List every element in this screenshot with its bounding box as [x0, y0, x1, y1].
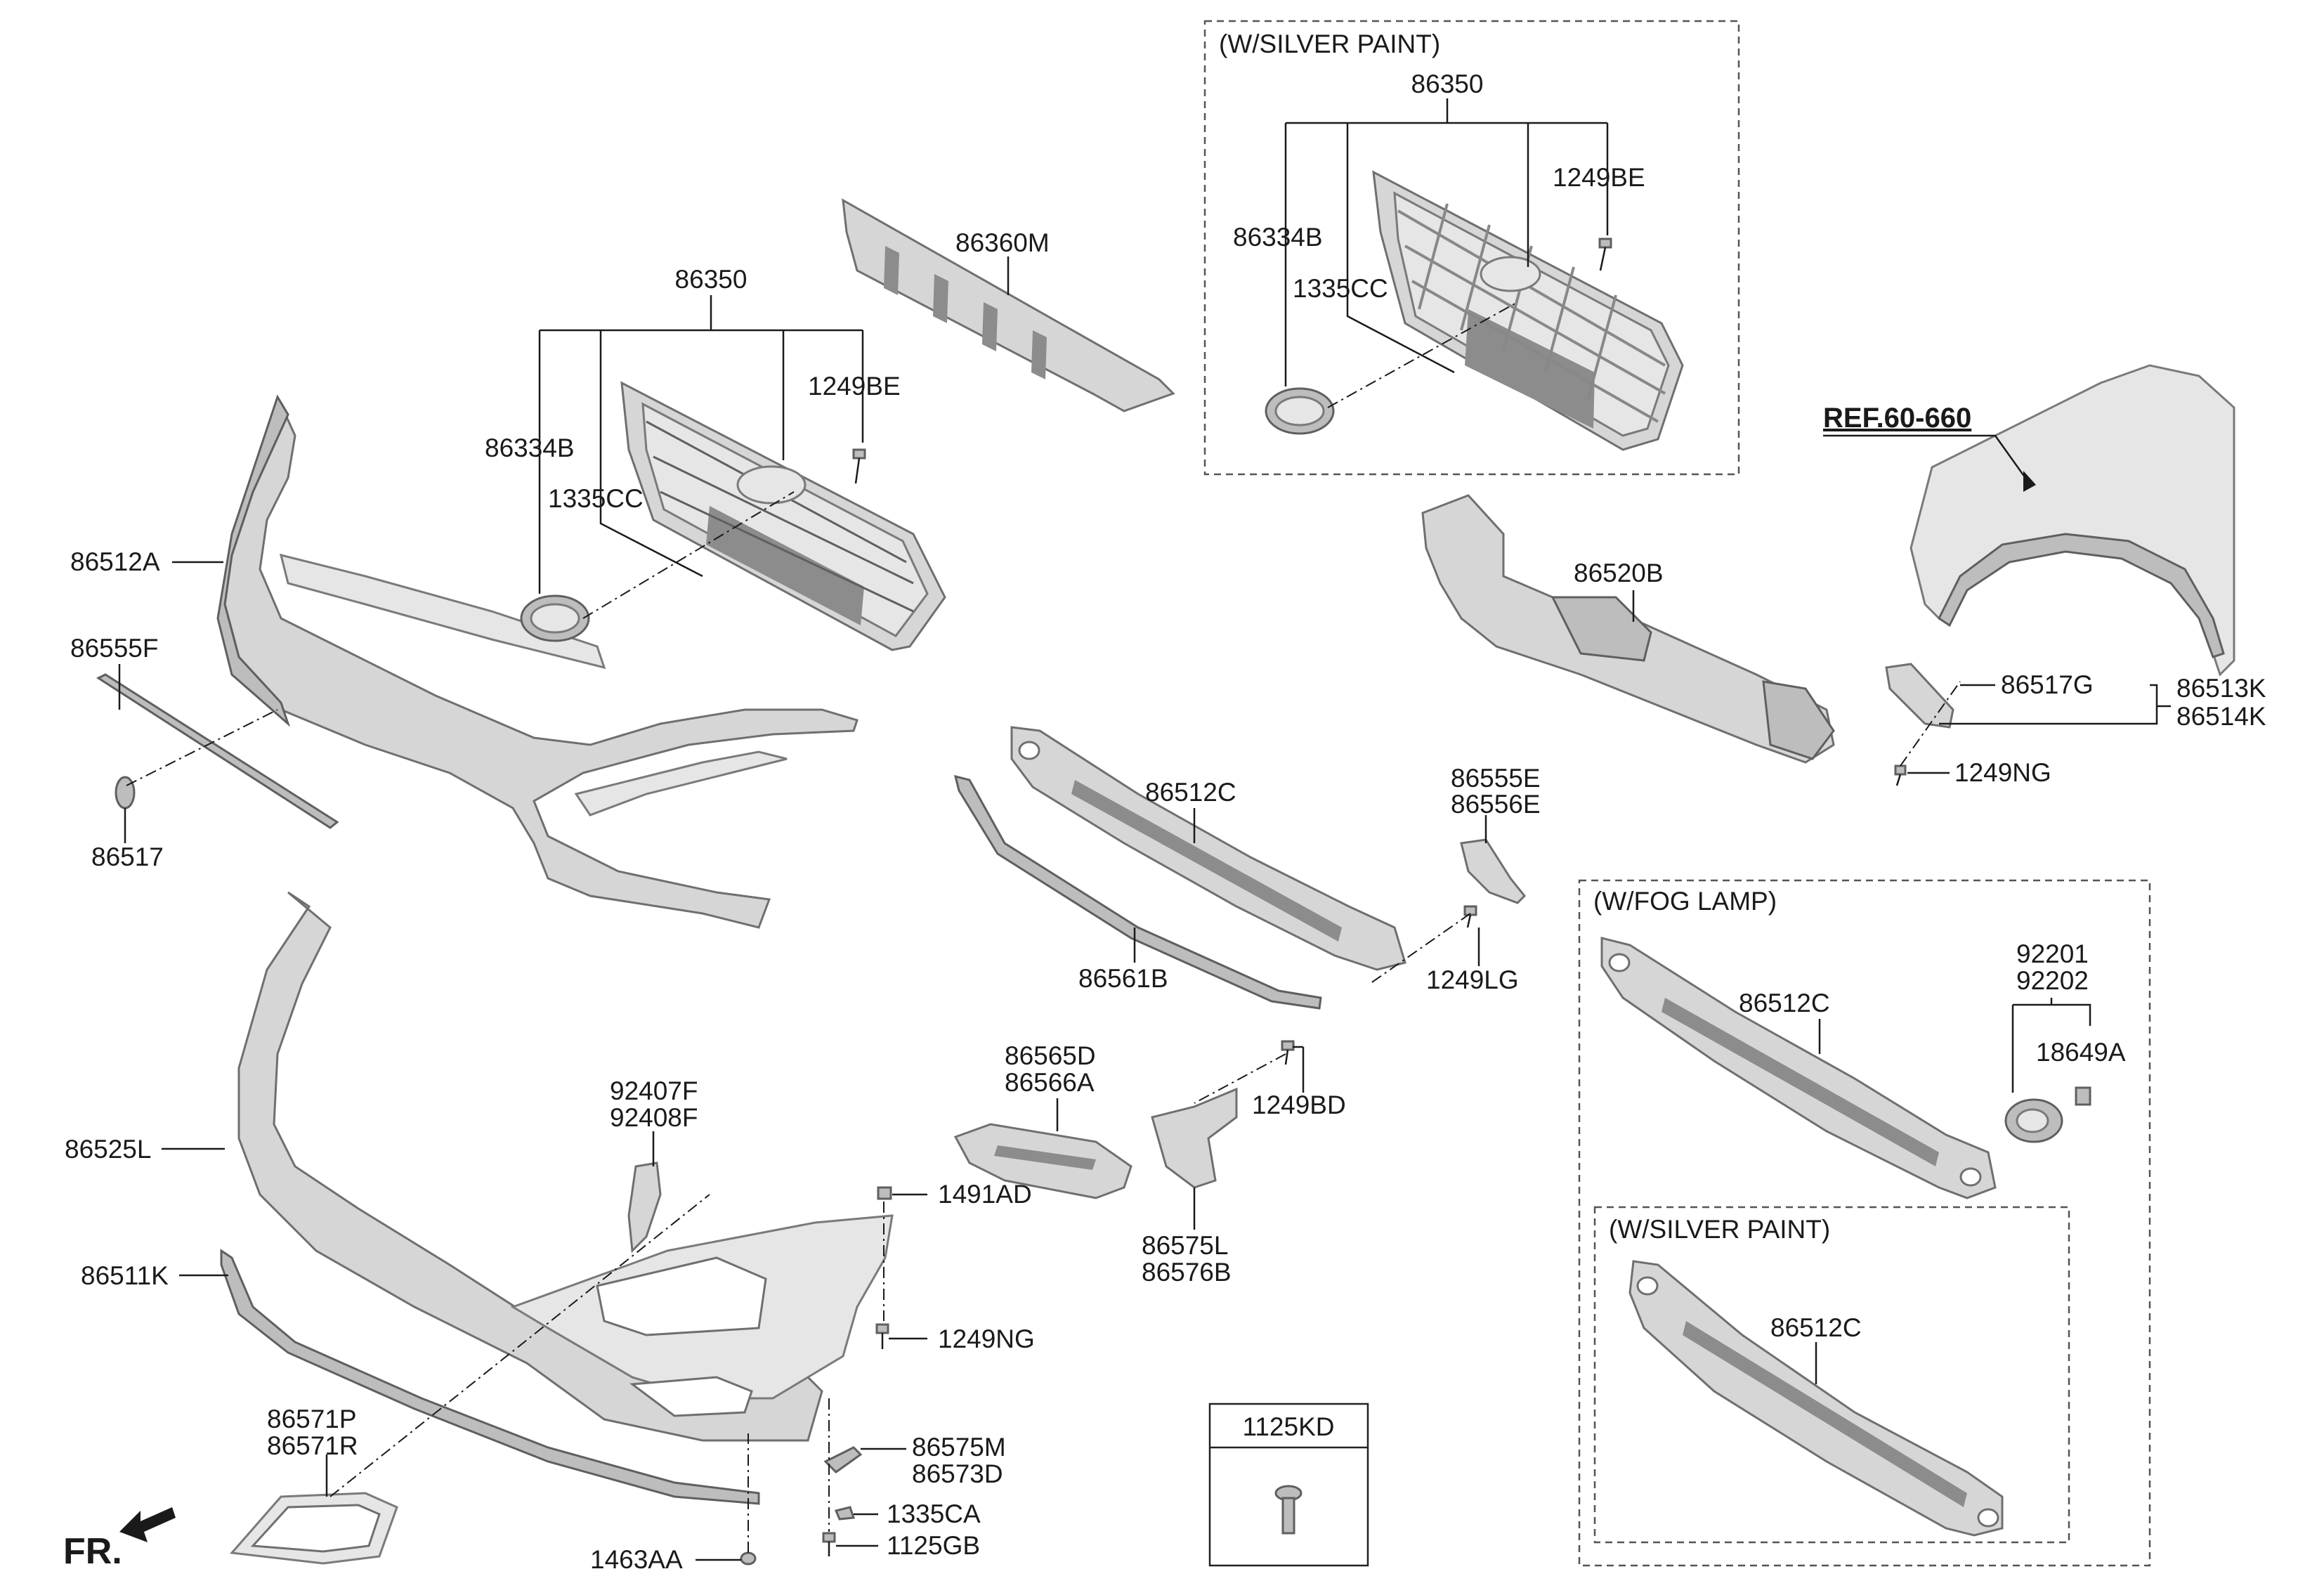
- fog-lamp-bulb-18649A: [2075, 1086, 2091, 1106]
- bracket-86575L: [1151, 1087, 1238, 1189]
- energy-absorber-86520B: [1421, 494, 1835, 764]
- label-1249BE-main: 1249BE: [808, 372, 901, 401]
- reflector-92407F: [627, 1161, 662, 1254]
- label-86555E: 86555E: [1451, 764, 1541, 793]
- silver-emblem-86334B: [1265, 387, 1335, 435]
- label-86561B: 86561B: [1078, 964, 1168, 993]
- label-1335CC-main: 1335CC: [548, 484, 644, 513]
- label-1491AD: 1491AD: [938, 1180, 1032, 1209]
- lower-skid-plate-86511K: [220, 1249, 760, 1505]
- bracket-86555E: [1460, 838, 1527, 904]
- kit-box: [1208, 1402, 1369, 1567]
- label-86512C-fog: 86512C: [1739, 989, 1830, 1017]
- label-92407F: 92407F: [610, 1076, 698, 1105]
- kit-box-title: 1125KD: [1243, 1412, 1335, 1441]
- bolt-1125KD: [1274, 1485, 1303, 1535]
- label-1249LG: 1249LG: [1426, 965, 1519, 994]
- lower-molding-86561B: [953, 774, 1322, 1010]
- label-86517G: 86517G: [2001, 670, 2094, 699]
- silver-lower-grille-86512C: [1628, 1260, 2004, 1537]
- bolt-1249NG-bottom: [875, 1323, 889, 1349]
- label-86525L: 86525L: [65, 1135, 151, 1164]
- label-86575L: 86575L: [1142, 1231, 1228, 1260]
- label-18649A: 18649A: [2036, 1038, 2126, 1067]
- label-1125GB: 1125GB: [887, 1531, 980, 1560]
- silver-paint-top-box: [1203, 20, 1740, 476]
- silver-paint-bottom-box: [1593, 1206, 2070, 1544]
- fog-lamp-box: [1578, 879, 2151, 1567]
- label-1249BD: 1249BD: [1252, 1091, 1346, 1119]
- bolt-1125GB: [822, 1532, 836, 1556]
- silver-paint-bottom-box-title: (W/SILVER PAINT): [1609, 1215, 1830, 1244]
- label-86517: 86517: [91, 842, 164, 871]
- front-direction-arrow: [119, 1507, 176, 1542]
- reference-label: REF.60-660: [1823, 403, 1971, 434]
- label-86350-silver: 86350: [1411, 70, 1484, 98]
- fog-lamp-92201: [2004, 1098, 2063, 1143]
- label-86350-main: 86350: [675, 265, 748, 294]
- label-86334B-silver: 86334B: [1233, 223, 1323, 252]
- screw-1249NG-top: [1894, 764, 1907, 786]
- label-86514K: 86514K: [2176, 702, 2266, 731]
- clip-1491AD: [877, 1186, 892, 1200]
- label-92202: 92202: [2016, 966, 2089, 995]
- label-86520B: 86520B: [1574, 559, 1664, 587]
- silver-radiator-grille-86350: [1372, 170, 1684, 451]
- lower-grille-86512C: [1010, 726, 1406, 971]
- silver-paint-top-box-title: (W/SILVER PAINT): [1219, 30, 1440, 58]
- label-86573D: 86573D: [912, 1459, 1003, 1488]
- label-1335CA: 1335CA: [887, 1499, 981, 1528]
- fog-lamp-box-title: (W/FOG LAMP): [1593, 887, 1777, 916]
- label-1249BE-silver: 1249BE: [1553, 163, 1645, 192]
- grille-molding-86555F: [96, 673, 339, 829]
- leader-lines: [118, 98, 2171, 1561]
- tow-hook-cap-86517: [115, 776, 136, 809]
- label-86511K: 86511K: [81, 1261, 169, 1290]
- clip-1335CA: [834, 1506, 856, 1521]
- fog-bezel-86571P: [229, 1492, 398, 1565]
- label-86556E: 86556E: [1451, 790, 1541, 819]
- screw-1249BD: [1281, 1040, 1295, 1065]
- fender-bracket-86513K: [1885, 663, 1954, 729]
- radiator-grille-86350: [620, 381, 946, 651]
- bumper-lower-86511K: [237, 891, 894, 1442]
- label-1249NG-bottom: 1249NG: [938, 1325, 1035, 1353]
- front-direction-label: FR.: [63, 1531, 122, 1572]
- label-86566A: 86566A: [1005, 1068, 1095, 1097]
- label-86334B-main: 86334B: [485, 434, 575, 462]
- silver-screw-1249BE: [1598, 237, 1612, 271]
- label-86575M: 86575M: [912, 1433, 1006, 1462]
- label-1463AA: 1463AA: [590, 1545, 683, 1574]
- emblem-86334B: [520, 594, 590, 642]
- label-92201: 92201: [2016, 939, 2089, 968]
- fender-ref-60-660: [1910, 364, 2235, 677]
- label-86555F: 86555F: [70, 634, 159, 663]
- label-86513K: 86513K: [2176, 674, 2266, 703]
- label-1335CC-silver: 1335CC: [1293, 274, 1388, 303]
- label-86576B: 86576B: [1142, 1258, 1232, 1287]
- part-labels: 86350 86334B 1249BE 1335CC 86360M 86512A…: [65, 70, 2266, 1574]
- bumper-cover-upper-86512A: [216, 394, 859, 929]
- label-86571R: 86571R: [267, 1431, 358, 1460]
- label-1249NG-top: 1249NG: [1954, 758, 2051, 787]
- label-86512C-main: 86512C: [1145, 778, 1236, 807]
- bracket-86575M: [823, 1446, 863, 1473]
- label-86512C-silver: 86512C: [1770, 1313, 1862, 1342]
- label-86571P: 86571P: [267, 1405, 357, 1433]
- nut-1463AA: [740, 1551, 757, 1566]
- label-86512A: 86512A: [70, 547, 160, 576]
- cover-86565D: [953, 1123, 1132, 1199]
- screw-1249LG: [1463, 905, 1477, 928]
- fog-lower-grille-86512C: [1600, 937, 1997, 1199]
- label-86565D: 86565D: [1005, 1041, 1096, 1070]
- label-86360M: 86360M: [955, 228, 1050, 257]
- grille-bracket-86360M: [842, 198, 1175, 412]
- label-92408F: 92408F: [610, 1103, 698, 1132]
- screw-1249BE: [852, 448, 866, 484]
